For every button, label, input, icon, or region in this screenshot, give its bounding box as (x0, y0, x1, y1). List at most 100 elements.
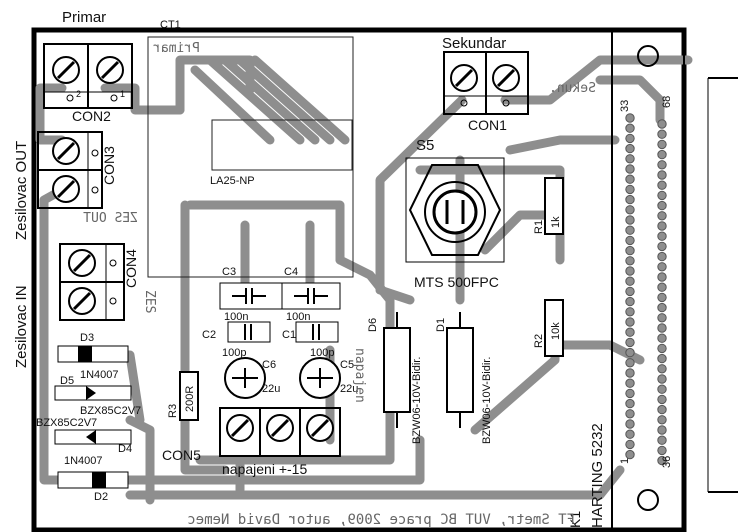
harting-pin (625, 368, 635, 378)
harting-pin (657, 455, 667, 466)
harting-pin (657, 445, 667, 456)
label-22u-b: 22u (340, 383, 358, 395)
label-napajeni: napajeni +-15 (222, 461, 307, 477)
harting-pin (657, 394, 667, 405)
harting-pin (625, 409, 635, 419)
harting-pin (657, 364, 667, 374)
harting-pin (625, 276, 635, 286)
coil-traces (190, 55, 350, 145)
harting-pin (657, 262, 667, 272)
harting-pin (657, 129, 667, 139)
label-bzw-a: BZW06-10V-Bidir. (411, 357, 423, 444)
label-pin-1: 1 (619, 458, 631, 464)
harting-pin (625, 235, 635, 246)
harting-pin (657, 292, 667, 303)
copper-traces (35, 55, 693, 505)
con5-terminal-block (219, 407, 341, 457)
harting-pin (657, 313, 667, 323)
label-pin-33: 33 (619, 100, 631, 112)
harting-pin (625, 215, 635, 225)
harting-pin (657, 282, 667, 292)
harting-pin (625, 317, 635, 327)
harting-pin (657, 374, 667, 384)
harting-pin (625, 347, 635, 358)
label-con3: CON3 (101, 146, 117, 185)
label-in4007-a: 1N4007 (80, 369, 119, 381)
harting-pin (657, 221, 667, 231)
label-r1-value: 1k (550, 216, 562, 228)
harting-pin (657, 384, 667, 394)
label-pin-36: 36 (661, 456, 673, 468)
label-d6: D6 (367, 318, 379, 332)
ct1-body (211, 119, 353, 171)
label-c3: C3 (222, 266, 236, 278)
label-ct1: CT1 (160, 19, 181, 31)
harting-pin (625, 174, 635, 184)
label-zesilovac-in: Zesilovac IN (13, 285, 30, 368)
label-bzx-b: BZX85C2V7 (36, 417, 97, 429)
harting-pin (625, 245, 635, 256)
harting-pin (625, 154, 635, 164)
harting-pin (657, 323, 667, 333)
label-k1: K1 (567, 511, 583, 528)
harting-pin (625, 194, 635, 205)
harting-pin (625, 449, 635, 460)
mirrored-napajen: napajen (352, 348, 367, 403)
label-c1: C1 (282, 329, 296, 341)
harting-pin (657, 200, 667, 211)
label-con5: CON5 (162, 447, 201, 463)
label-c4: C4 (284, 266, 298, 278)
harting-pin (625, 164, 635, 174)
ct1-outline (147, 36, 354, 278)
harting-pin (657, 190, 667, 201)
harting-pin (625, 419, 635, 429)
harting-pin (625, 296, 635, 307)
mirrored-sekun: Sekun. (549, 81, 596, 96)
harting-pin (625, 439, 635, 450)
mirrored-zes: ZES (142, 290, 157, 313)
harting-pin (625, 133, 635, 144)
harting-pin (657, 160, 667, 170)
harting-pin (657, 211, 667, 221)
label-100p-b: 100p (310, 347, 334, 359)
s5-sensor (405, 157, 505, 263)
harting-pin (625, 113, 635, 123)
harting-pin (625, 286, 635, 297)
label-con4: CON4 (123, 249, 139, 288)
label-bzw-b: BZW06-10V-Bidir. (481, 357, 493, 444)
harting-pin (625, 337, 635, 348)
harting-pin (657, 170, 667, 180)
label-100n-a: 100n (224, 311, 248, 323)
harting-pin (657, 425, 667, 435)
label-in4007-b: 1N4007 (64, 455, 103, 467)
harting-pin (657, 119, 667, 129)
label-c2: C2 (202, 329, 216, 341)
label-d4: D4 (118, 443, 132, 455)
con2-terminal-block (43, 43, 133, 109)
harting-pin (625, 184, 635, 195)
label-mts: MTS 500FPC (414, 274, 499, 290)
harting-connector (611, 29, 685, 531)
harting-pin (625, 123, 635, 133)
mirrored-footer: FT Smetr, VUT BC prace 2009, autor David… (187, 512, 575, 528)
label-primar: Primar (62, 9, 106, 26)
label-con2-pin2: 2 (76, 89, 81, 99)
label-harting: HARTING 5232 (589, 423, 606, 528)
harting-pin (625, 327, 635, 337)
label-c6: C6 (262, 359, 276, 371)
harting-pin (657, 353, 667, 364)
tvs-diodes (383, 312, 474, 428)
harting-pin (625, 307, 635, 317)
harting-pin (657, 231, 667, 241)
label-s5: S5 (416, 137, 434, 154)
con1-terminal-block (443, 51, 529, 115)
harting-pin (657, 404, 667, 415)
harting-pin (657, 333, 667, 343)
harting-pin (625, 378, 635, 388)
harting-pin (625, 225, 635, 235)
harting-pin (625, 358, 635, 368)
label-d1: D1 (435, 318, 447, 332)
harting-pin (657, 251, 667, 262)
harting-pin (625, 205, 635, 215)
label-r3-value: 200R (184, 386, 196, 412)
